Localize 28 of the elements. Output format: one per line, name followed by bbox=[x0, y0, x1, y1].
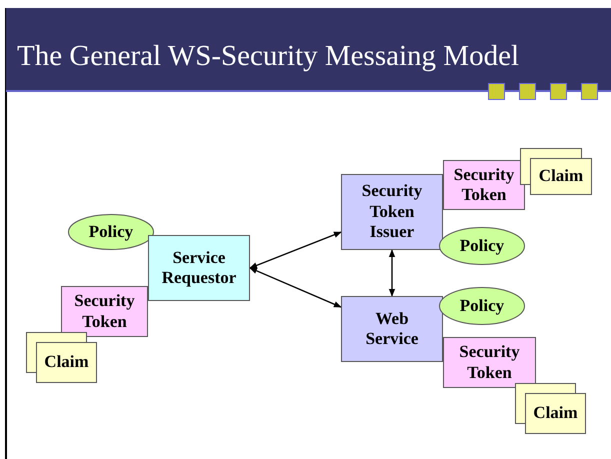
token-box bbox=[61, 286, 148, 337]
node-label: Security Token bbox=[73, 291, 136, 332]
process-box bbox=[341, 174, 443, 250]
node-label: Claim bbox=[538, 166, 584, 187]
token-box bbox=[443, 160, 525, 210]
node-label: Policy bbox=[460, 296, 504, 316]
process-box bbox=[341, 296, 443, 362]
node-label: Security Token Issuer bbox=[360, 181, 424, 243]
policy-ellipse bbox=[68, 214, 154, 250]
policy-ellipse bbox=[439, 287, 525, 325]
node-label: Claim bbox=[533, 403, 578, 424]
node-label: Service Requestor bbox=[160, 248, 238, 288]
node-label: Policy bbox=[460, 236, 504, 256]
slide-title: The General WS-Security Messaing Model bbox=[17, 40, 520, 73]
node-label: Security Token bbox=[452, 164, 516, 206]
node-label: Security Token bbox=[458, 342, 521, 383]
process-box bbox=[148, 235, 250, 301]
node-label: Claim bbox=[44, 352, 89, 373]
arrow bbox=[249, 232, 342, 269]
node-label: Web Service bbox=[364, 308, 420, 350]
arrow bbox=[388, 249, 396, 297]
arrow bbox=[249, 267, 342, 308]
token-box bbox=[443, 337, 536, 388]
claim-card-stack bbox=[520, 148, 592, 195]
policy-ellipse bbox=[439, 227, 525, 265]
claim-card-stack bbox=[515, 383, 586, 434]
node-label: Policy bbox=[88, 222, 134, 242]
claim-card-stack bbox=[26, 332, 97, 383]
